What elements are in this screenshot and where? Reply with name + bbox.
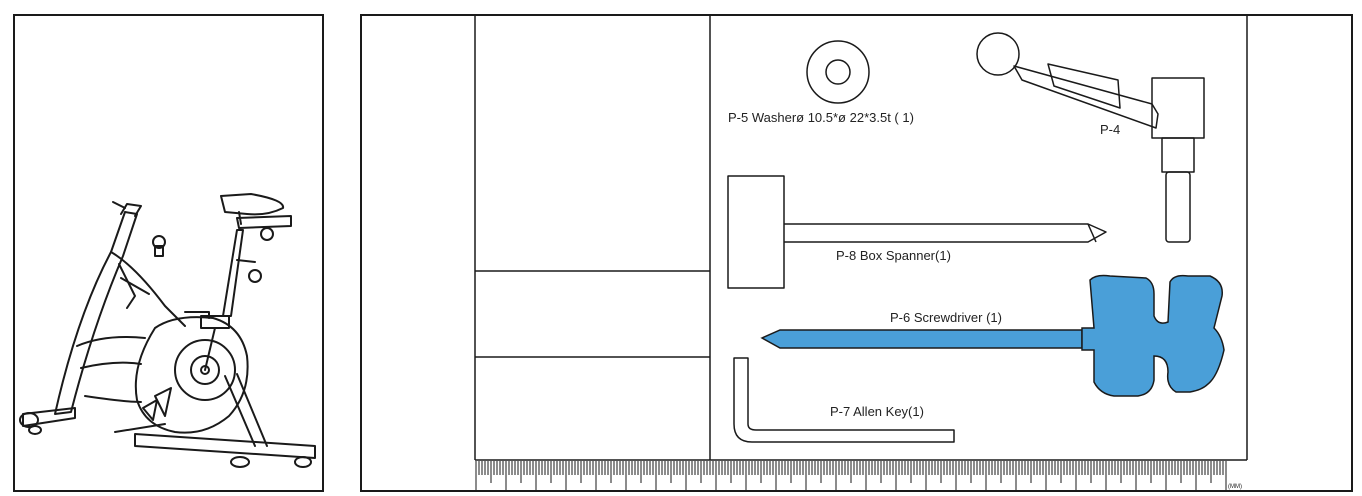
screwdriver-icon [760, 274, 1225, 397]
exercise-bike-icon [19, 193, 316, 468]
bike-illustration-panel [13, 14, 324, 492]
washer-icon [806, 40, 870, 104]
screwdriver-label: P-6 Screwdriver (1) [890, 310, 1002, 325]
ruler [475, 461, 1227, 491]
ruler-unit-label: (MM) [1228, 484, 1242, 490]
knob-label: P-4 [1100, 122, 1120, 137]
allen-key-icon [733, 357, 955, 443]
parts-panel: P-5 Washerø 10.5*ø 22*3.5t ( 1) P-4 P-8 … [360, 14, 1353, 492]
knob-icon [976, 32, 1205, 243]
box-spanner-label: P-8 Box Spanner(1) [836, 248, 951, 263]
parts-diagram: P-5 Washerø 10.5*ø 22*3.5t ( 1) P-4 P-8 … [474, 16, 1248, 491]
allen-key-label: P-7 Allen Key(1) [830, 404, 924, 419]
washer-label: P-5 Washerø 10.5*ø 22*3.5t ( 1) [728, 110, 914, 125]
box-spanner-icon [727, 175, 1107, 289]
